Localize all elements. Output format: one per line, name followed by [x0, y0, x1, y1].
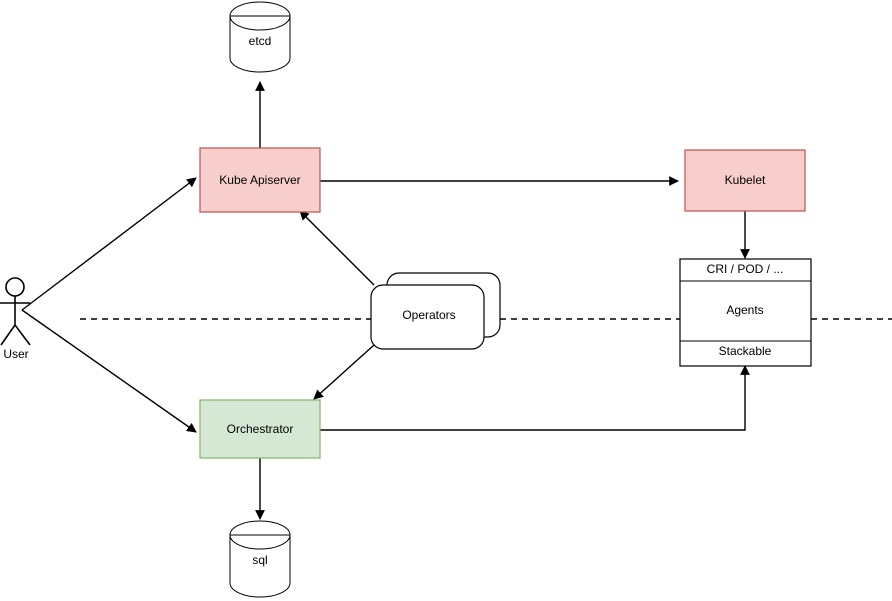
node-etcd-label: etcd: [249, 34, 272, 48]
node-operators[interactable]: Operators: [370, 272, 501, 350]
node-orchestrator-label: Orchestrator: [227, 422, 294, 436]
node-agents-row-cri-label: CRI / POD / ...: [707, 262, 784, 276]
edge-user-to-orchestrator: [21, 309, 197, 433]
node-agents-row-agents-label: Agents: [726, 303, 763, 317]
user-leg-right-icon: [14, 324, 31, 346]
node-sql[interactable]: sql: [229, 520, 291, 598]
node-agents-row-stackable-label: Stackable: [719, 344, 772, 358]
node-user[interactable]: User: [0, 277, 31, 361]
node-operators-label: Operators: [402, 308, 455, 322]
node-kubelet-label: Kubelet: [725, 173, 766, 187]
node-agents-stack[interactable]: CRI / POD / ... Agents Stackable: [679, 258, 812, 367]
edge-operators-to-orchestrator: [313, 344, 375, 400]
edge-user-to-kube-apiserver: [21, 177, 197, 311]
node-sql-label: sql: [252, 553, 267, 567]
node-kubelet[interactable]: Kubelet: [684, 149, 806, 212]
edge-orchestrator-to-stackable: [320, 365, 750, 431]
node-orchestrator[interactable]: Orchestrator: [199, 399, 321, 459]
node-kube-apiserver-label: Kube Apiserver: [219, 173, 300, 187]
node-user-label: User: [3, 347, 28, 361]
edge-operators-to-kube-apiserver: [299, 210, 375, 286]
node-kube-apiserver[interactable]: Kube Apiserver: [199, 147, 321, 213]
user-head-icon: [5, 277, 25, 297]
node-etcd[interactable]: etcd: [229, 1, 291, 73]
user-leg-left-icon: [0, 324, 16, 346]
